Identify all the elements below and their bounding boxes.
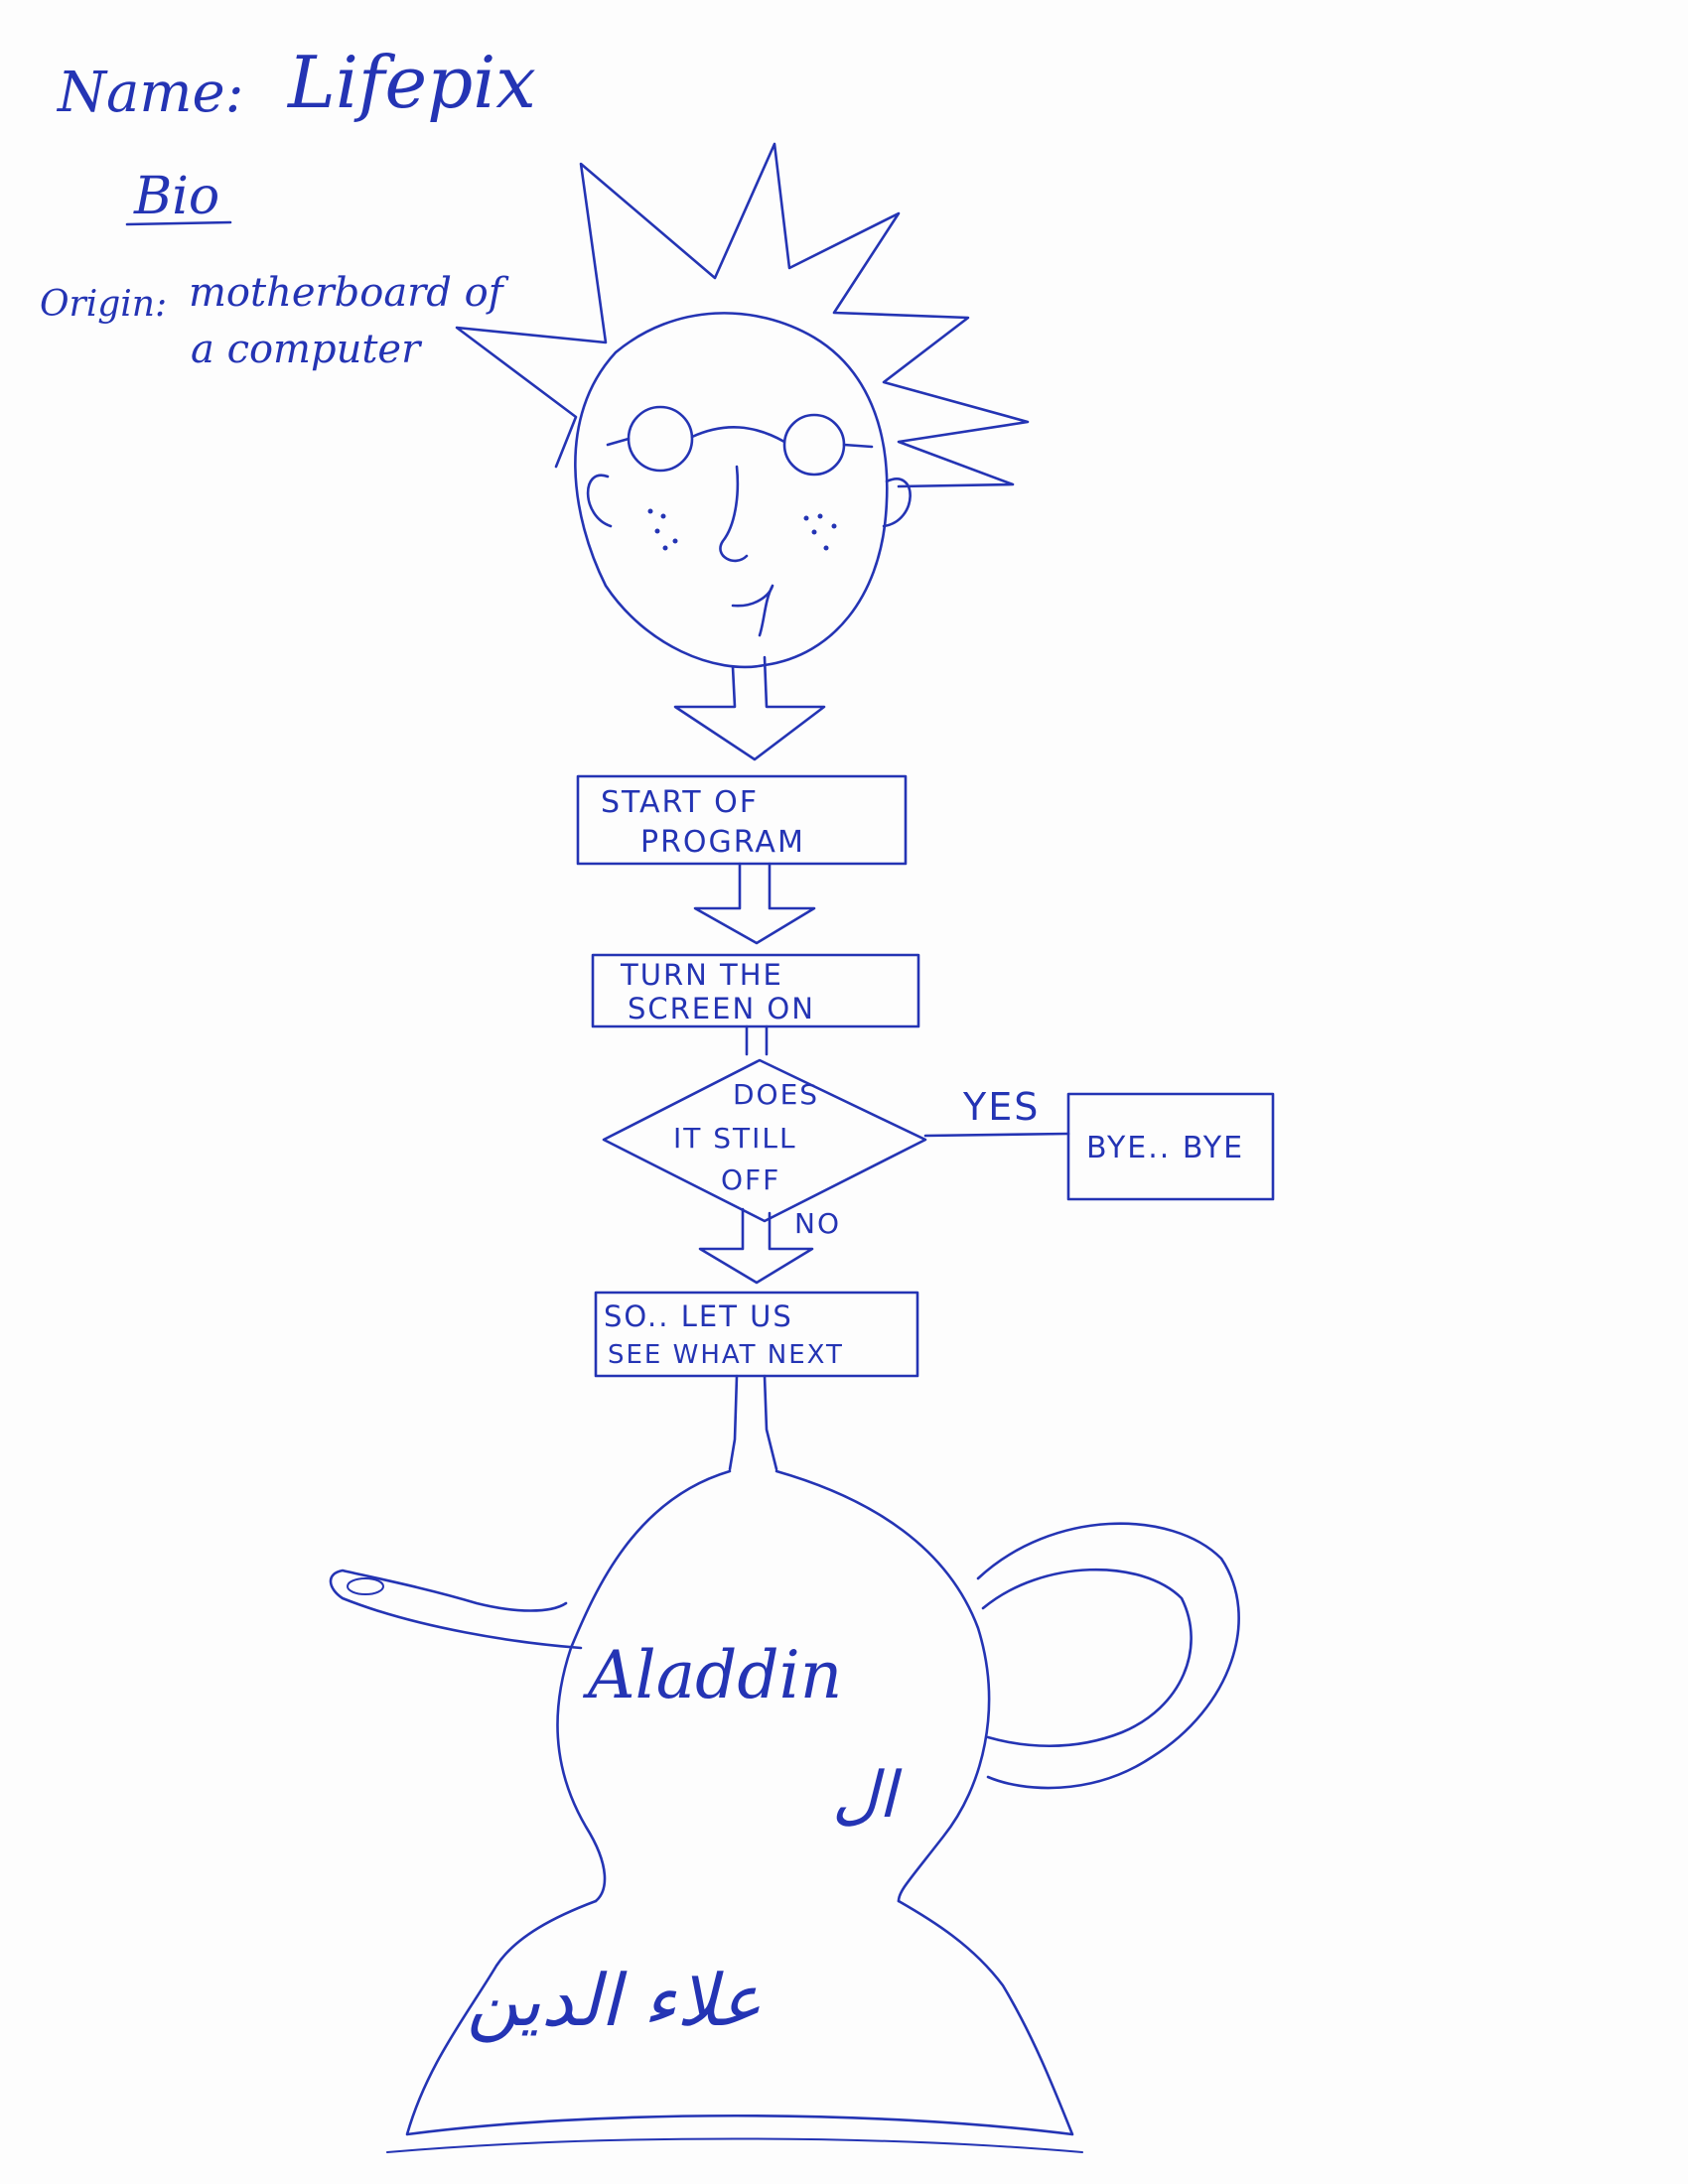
origin-label: Origin:	[40, 284, 167, 325]
bio-heading: Bio	[133, 167, 219, 226]
lamp-spout	[329, 1569, 583, 1650]
start-line1: START OF	[601, 785, 759, 820]
name-label: Name:	[56, 61, 244, 125]
yes-connector	[923, 1132, 1070, 1138]
decision-diamond	[602, 1058, 927, 1223]
name-value: Lifepix	[286, 41, 536, 124]
lamp-label-mark: ال	[832, 1759, 903, 1833]
spout-tip	[347, 1577, 384, 1595]
decision-line1: DOES	[733, 1078, 819, 1111]
decision-line2: IT STILL	[673, 1122, 797, 1155]
head-outline	[574, 312, 889, 669]
next-box	[594, 1291, 919, 1378]
right-glasses-lens	[782, 413, 846, 477]
nose	[719, 465, 749, 563]
yes-label: YES	[962, 1085, 1040, 1129]
start-box	[576, 774, 908, 866]
turn-on-line1: TURN THE	[620, 958, 783, 992]
next-line1: SO.. LET US	[604, 1299, 793, 1333]
lamp-handle	[976, 1522, 1240, 1790]
glasses-arm-left	[606, 437, 631, 447]
start-line2: PROGRAM	[640, 825, 805, 860]
lamp-body	[556, 1469, 991, 1903]
glasses-bridge	[690, 426, 786, 444]
no-label: NO	[794, 1207, 841, 1240]
arrow-start-to-turn-on	[693, 862, 816, 945]
lamp-label-arabic: علاء الدين	[467, 1959, 762, 2043]
glasses-arm-right	[842, 443, 874, 449]
lamp-drawing: Aladdin ال علاء الدين	[329, 1374, 1240, 2153]
next-line2: SEE WHAT NEXT	[608, 1340, 844, 1370]
lamp-neck	[728, 1374, 778, 1471]
decision-line3: OFF	[721, 1163, 780, 1196]
lamp-label-english: Aladdin	[582, 1637, 842, 1713]
origin-line2: a computer	[191, 327, 423, 372]
bye-label: BYE.. BYE	[1086, 1131, 1244, 1165]
lamp-base	[405, 1899, 1074, 2136]
turn-on-line2: SCREEN ON	[628, 992, 815, 1025]
left-glasses-lens	[627, 405, 694, 473]
neck-arrow	[673, 655, 826, 761]
bye-box	[1066, 1092, 1275, 1201]
arrow-decision-to-next	[698, 1207, 814, 1285]
spiky-hair	[455, 142, 1030, 488]
smile	[731, 584, 774, 637]
character-drawing	[455, 142, 1030, 761]
left-ear	[586, 474, 613, 528]
turn-on-box	[591, 953, 920, 1028]
origin-line1: motherboard of	[189, 270, 509, 316]
bio-underline	[125, 220, 232, 226]
right-ear	[882, 478, 912, 528]
freckles	[647, 508, 837, 551]
lamp-base-line	[386, 2137, 1083, 2153]
flowchart: START OF PROGRAM TURN THE SCREEN ON DOES…	[576, 774, 1275, 1378]
